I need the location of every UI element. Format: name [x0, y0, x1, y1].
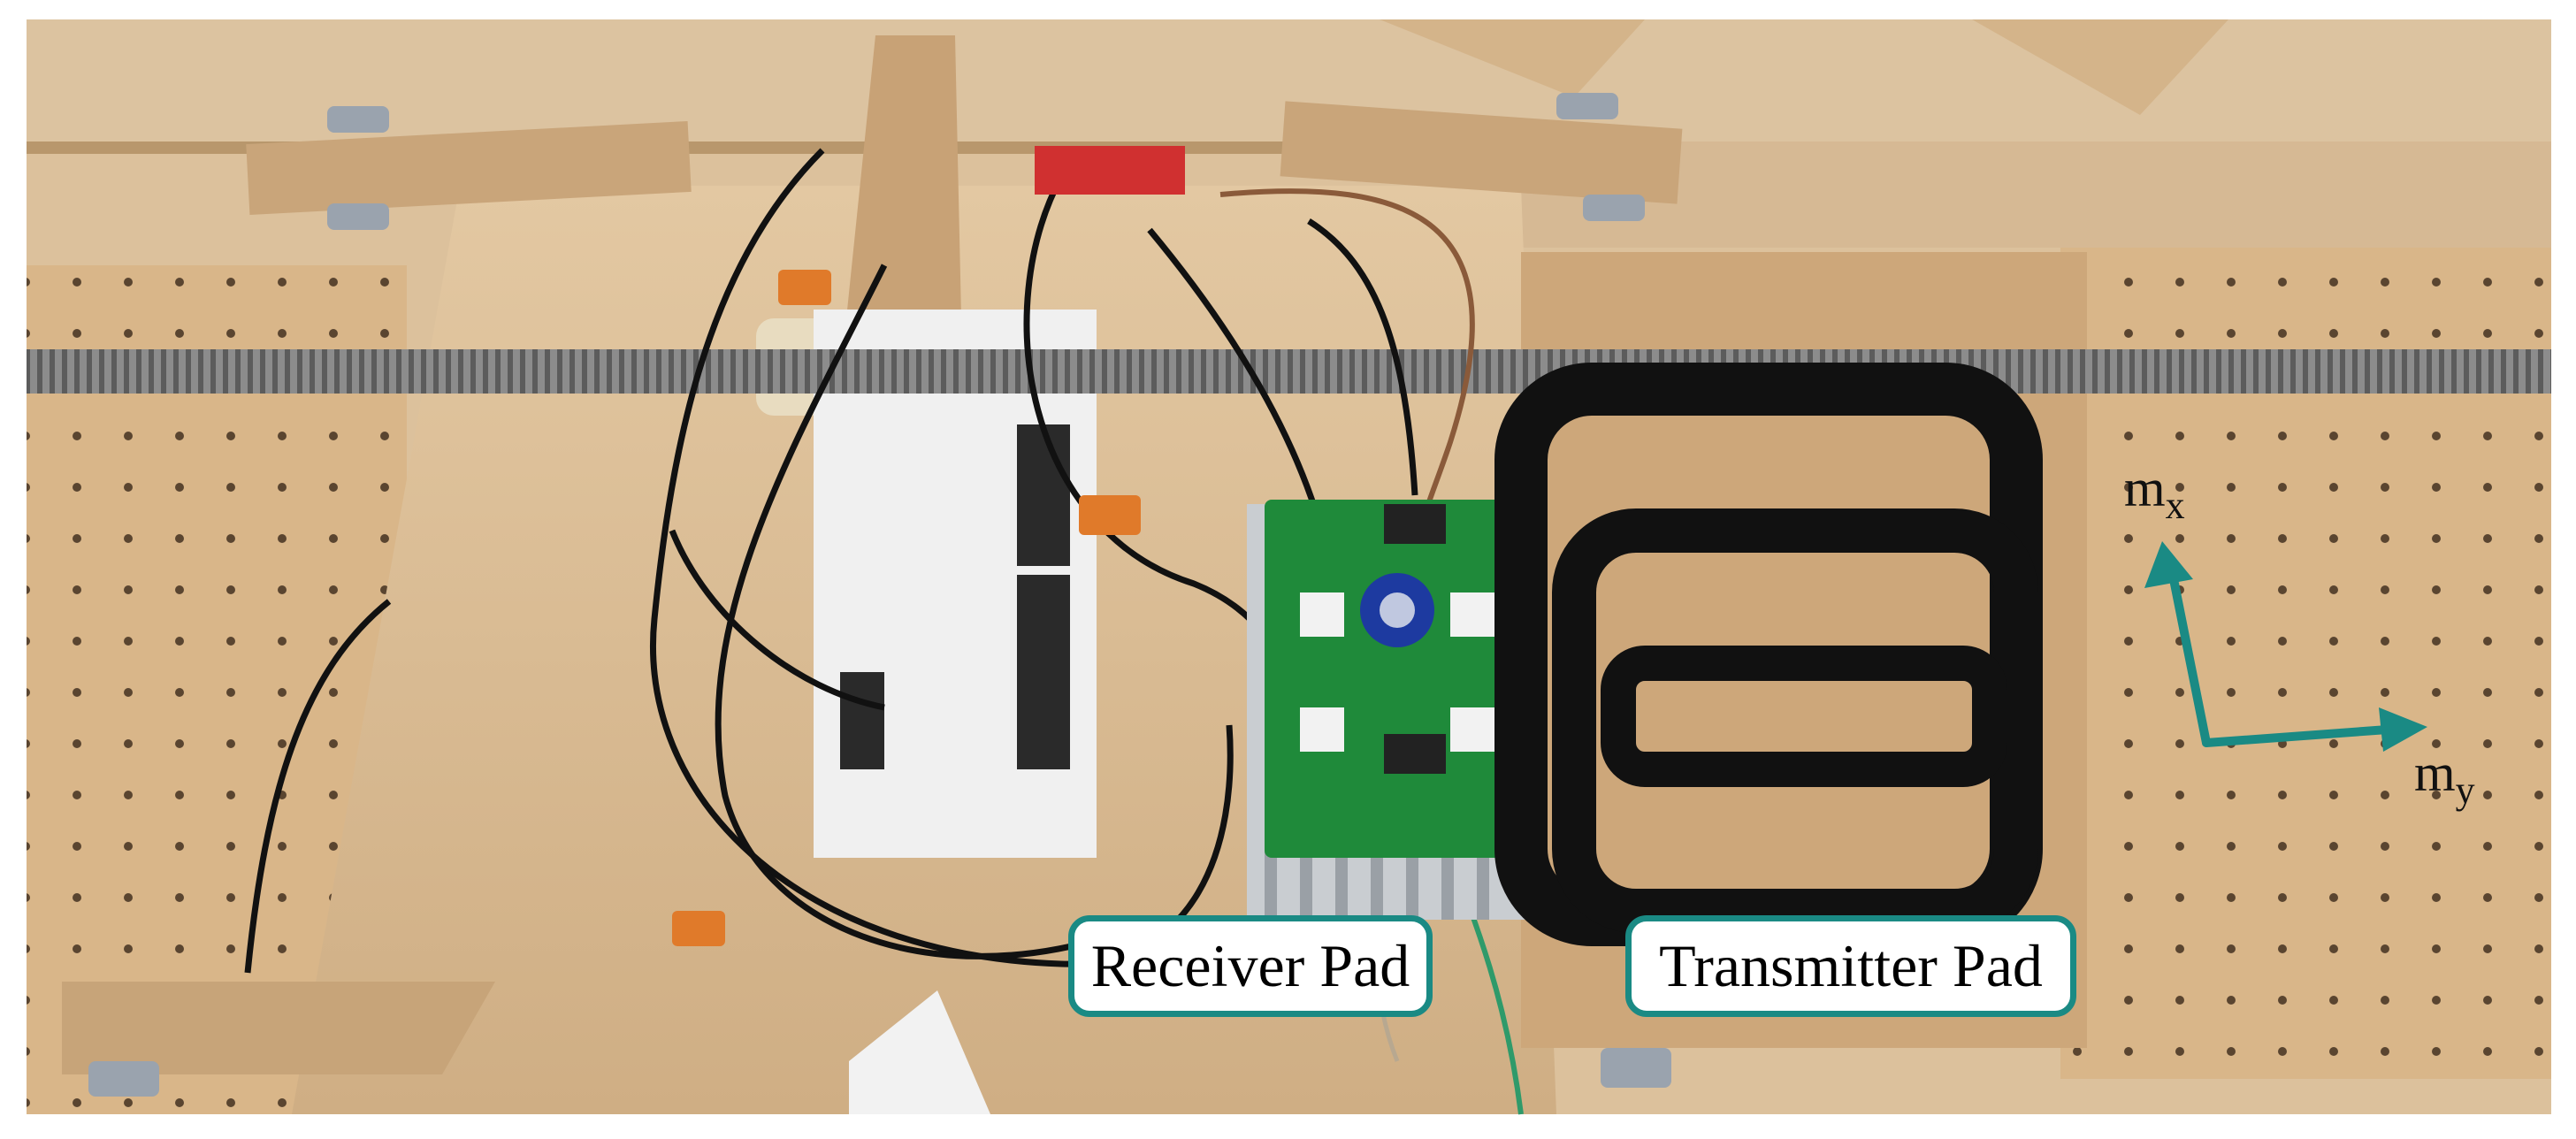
receiver-pad-text: Receiver Pad	[1090, 932, 1410, 999]
axis-y-sub: y	[2455, 768, 2475, 812]
ferrite-bar	[1017, 424, 1070, 566]
wood-block-top-left	[246, 120, 692, 216]
terminal-block	[1384, 504, 1446, 544]
red-relay	[1035, 146, 1185, 195]
axis-x-main: m	[2124, 459, 2166, 517]
axis-y-main: m	[2414, 744, 2456, 802]
axis-y-arrow	[2202, 725, 2392, 747]
transmitter-coil	[1494, 363, 2043, 946]
axis-label-x: mx	[2124, 458, 2185, 527]
receiver-pad-label: Receiver Pad	[1068, 915, 1433, 1017]
axis-x-sub: x	[2165, 484, 2185, 527]
axis-arrows	[2167, 562, 2392, 747]
transmitter-pad-text: Transmitter Pad	[1659, 932, 2043, 999]
wood-block-top-right	[1972, 19, 2228, 115]
pcb	[1265, 500, 1530, 858]
lead-screw	[27, 349, 2551, 394]
white-mount	[849, 990, 990, 1114]
wood-block-top-mid	[1280, 101, 1683, 204]
clamp-icon	[88, 93, 1671, 1097]
axis-x-arrow	[2167, 562, 2211, 747]
wood-block-top-center	[1380, 19, 1645, 97]
wago-connector	[672, 270, 1141, 946]
cable-bundle	[244, 148, 1418, 974]
wood-block-bottom-left	[62, 982, 495, 1074]
transmitter-pad-label: Transmitter Pad	[1625, 915, 2076, 1017]
axis-label-y: my	[2414, 743, 2475, 812]
